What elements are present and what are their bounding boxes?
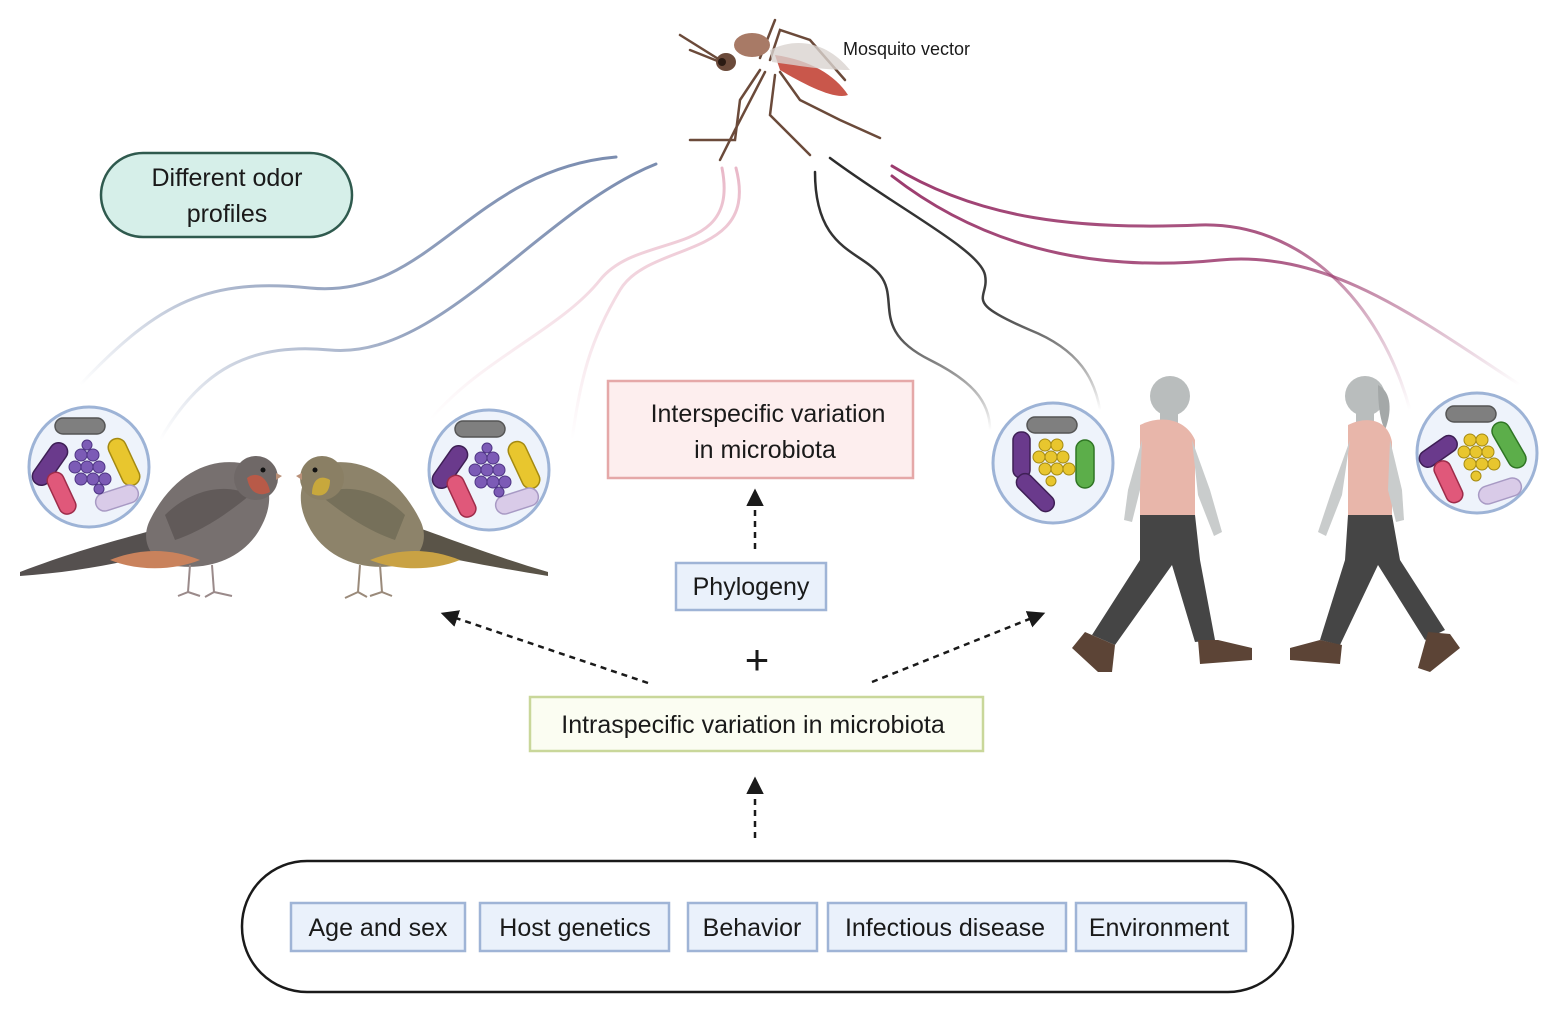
odor-trail-bird1-a bbox=[78, 155, 618, 387]
intraspecific-label: Intraspecific variation in microbiota bbox=[561, 711, 945, 739]
interspecific-box: Interspecific variation in microbiota bbox=[606, 379, 915, 480]
plus-sign: + bbox=[745, 636, 770, 683]
microbiota-man-icon bbox=[991, 401, 1115, 525]
intraspecific-box: Intraspecific variation in microbiota bbox=[528, 695, 985, 753]
interspecific-line1: Interspecific variation bbox=[651, 400, 886, 428]
mosquito-vector-label: Mosquito vector bbox=[843, 39, 970, 59]
factor-behavior: Behavior bbox=[686, 901, 819, 953]
microbiota-woman-icon bbox=[1415, 391, 1539, 515]
interspecific-line2: in microbiota bbox=[694, 436, 836, 464]
factor-environment: Environment bbox=[1074, 901, 1248, 953]
factor-age-and-sex: Age and sex bbox=[289, 901, 467, 953]
microbiota-bird2-icon bbox=[427, 408, 551, 532]
odor-trail-bird2-b bbox=[570, 166, 741, 442]
factors-container: Age and sex Host genetics Behavior Infec… bbox=[240, 859, 1295, 994]
odor-profiles-line1: Different odor bbox=[151, 164, 302, 192]
factor-host-genetics: Host genetics bbox=[478, 901, 671, 953]
svg-text:Infectious disease: Infectious disease bbox=[845, 914, 1045, 942]
odor-trail-woman-b bbox=[890, 174, 1522, 387]
mosquito-icon bbox=[678, 18, 882, 162]
odor-profiles-line2: profiles bbox=[187, 200, 268, 228]
odor-trail-man-b bbox=[828, 156, 1102, 412]
svg-text:Host genetics: Host genetics bbox=[499, 914, 650, 942]
sparrow-gray-icon bbox=[20, 456, 282, 598]
microbiota-bird1-icon bbox=[27, 405, 151, 529]
arrow-to-humans bbox=[871, 611, 1046, 684]
woman-walking-icon bbox=[1290, 376, 1460, 672]
svg-text:Environment: Environment bbox=[1089, 914, 1229, 942]
odor-trail-man-a bbox=[813, 170, 992, 432]
odor-trail-woman-a bbox=[890, 164, 1412, 412]
sparrow-brown-icon bbox=[296, 456, 548, 599]
odor-trail-bird2-a bbox=[428, 166, 726, 422]
odor-trails bbox=[78, 155, 1522, 442]
svg-text:Age and sex: Age and sex bbox=[309, 914, 448, 942]
odor-trail-bird1-b bbox=[158, 162, 658, 442]
factor-infectious-disease: Infectious disease bbox=[826, 901, 1068, 953]
phylogeny-box: Phylogeny bbox=[674, 561, 828, 612]
phylogeny-label: Phylogeny bbox=[693, 573, 810, 601]
man-walking-icon bbox=[1072, 376, 1252, 672]
svg-text:Behavior: Behavior bbox=[703, 914, 802, 942]
odor-profiles-box: Different odor profiles bbox=[99, 151, 354, 239]
arrow-to-birds bbox=[440, 610, 649, 685]
